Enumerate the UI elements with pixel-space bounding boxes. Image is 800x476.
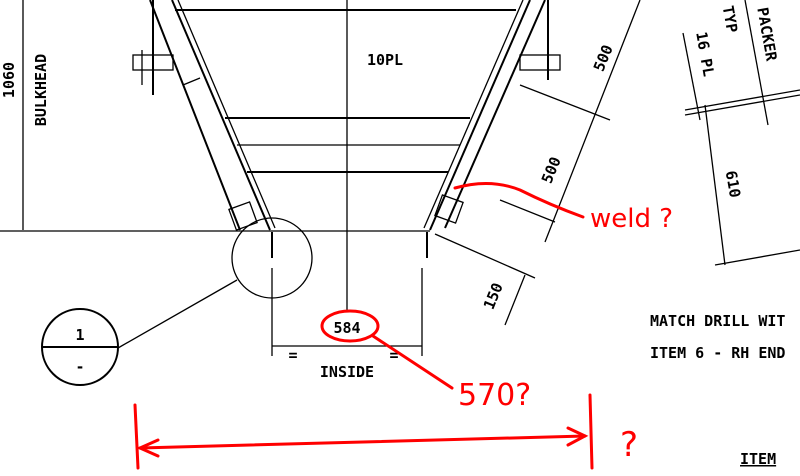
inside-label: INSIDE	[320, 363, 374, 381]
arrowhead-right-icon	[566, 426, 589, 447]
detail-sheet: -	[75, 358, 84, 376]
circled-dim-584	[320, 309, 380, 343]
extension-line	[434, 233, 536, 279]
red-leader-570	[371, 334, 454, 390]
plate-edge	[682, 32, 701, 121]
plate-10pl-label: 10PL	[367, 51, 403, 69]
note-line-1: MATCH DRILL WIT	[650, 312, 785, 330]
red-extent-left	[133, 403, 140, 470]
dim-500-lower: 500	[538, 154, 565, 186]
plate-line	[684, 89, 800, 111]
dim-150-text: 150	[480, 280, 507, 312]
red-width-arrow	[138, 434, 587, 450]
extension-line	[499, 199, 556, 223]
extension-line	[519, 84, 611, 121]
typ-label: TYP	[719, 4, 741, 34]
question-width: ?	[620, 425, 638, 465]
equal-left: =	[288, 346, 297, 364]
note-line-2: ITEM 6 - RH END	[650, 344, 785, 362]
dim-line-150	[504, 274, 526, 326]
extension-line	[714, 249, 800, 266]
detail-bubble: 1 -	[41, 308, 119, 386]
bulkhead-label: BULKHEAD	[32, 54, 50, 126]
red-leader-weld	[453, 181, 585, 219]
dim-584-text: 584	[333, 319, 360, 337]
detail-number: 1	[75, 326, 84, 344]
packer-edge	[744, 0, 769, 126]
item-label: ITEM	[740, 450, 776, 468]
dim-line-500	[544, 0, 641, 243]
packer-label: PACKER	[753, 6, 780, 63]
dim-610-text: 610	[722, 169, 744, 199]
red-extent-right	[588, 393, 594, 470]
detail-leader	[117, 279, 238, 349]
arrowhead-left-icon	[136, 438, 160, 458]
dim-1060-text: 1060	[0, 62, 18, 98]
equal-right: =	[389, 346, 398, 364]
plate-line	[684, 94, 800, 116]
red-annotations: 570? weld ? ?	[133, 181, 673, 470]
question-570: 570?	[458, 378, 531, 413]
left-frame-member	[132, 0, 276, 231]
plate-16pl-label: 16 PL	[692, 30, 718, 78]
dim-line-610	[704, 104, 726, 266]
right-frame-member	[423, 0, 561, 258]
question-weld: weld ?	[590, 204, 673, 234]
